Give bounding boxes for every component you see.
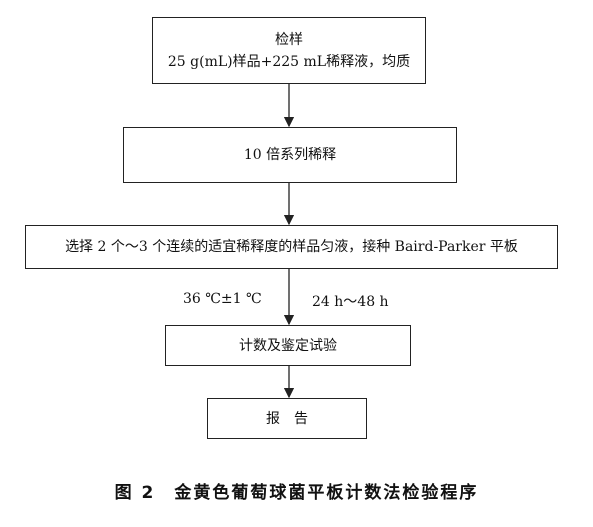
report-box: 报 告 [207, 398, 367, 439]
plating-label: 选择 2 个～3 个连续的适宜稀释度的样品匀液，接种 Baird-Parker … [65, 239, 518, 255]
sample-box: 检样 25 g(mL)样品+225 mL稀释液，均质 [152, 17, 426, 84]
plating-box: 选择 2 个～3 个连续的适宜稀释度的样品匀液，接种 Baird-Parker … [25, 225, 558, 269]
dilution-label: 10 倍系列稀释 [243, 147, 337, 163]
sample-title: 检样 [275, 31, 303, 48]
incubation-temperature: 36 ℃±1 ℃ [183, 291, 262, 307]
report-label: 报 告 [266, 410, 308, 427]
identification-box: 计数及鉴定试验 [165, 325, 411, 366]
incubation-time: 24 h～48 h [312, 294, 389, 310]
sample-detail: 25 g(mL)样品+225 mL稀释液，均质 [167, 53, 411, 70]
dilution-box: 10 倍系列稀释 [123, 127, 457, 183]
figure-caption: 图 2 金黄色葡萄球菌平板计数法检验程序 [114, 483, 479, 503]
identification-label: 计数及鉴定试验 [239, 337, 337, 354]
